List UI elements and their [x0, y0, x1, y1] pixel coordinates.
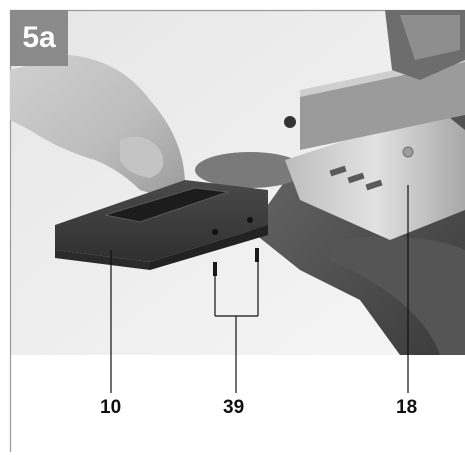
saw-head-detail: [400, 15, 460, 60]
insert-pin-1: [213, 262, 217, 276]
finger: [120, 136, 164, 178]
table-top: [285, 110, 465, 240]
saw-fence: [300, 60, 465, 150]
callout-18: 18: [396, 397, 418, 418]
slot-1: [329, 165, 347, 177]
saw-base-curve: [330, 236, 465, 355]
insert-screw-hole-2: [247, 217, 253, 223]
figure-badge: [10, 10, 68, 66]
callout-10: 10: [100, 397, 122, 418]
table-insert-top: [55, 180, 268, 262]
table-insert-slot: [104, 187, 229, 223]
knob: [284, 116, 296, 128]
slot-3: [365, 179, 383, 191]
insert-pin-2: [255, 248, 259, 262]
slot-2: [347, 172, 365, 184]
figure-label: 5a: [22, 21, 56, 54]
round-table: [195, 152, 305, 188]
table-screw: [402, 146, 414, 158]
table-insert-side: [55, 250, 150, 270]
insert-screw-hole-1: [212, 229, 218, 235]
callout-39: 39: [223, 397, 245, 418]
table-insert-front: [150, 225, 268, 270]
